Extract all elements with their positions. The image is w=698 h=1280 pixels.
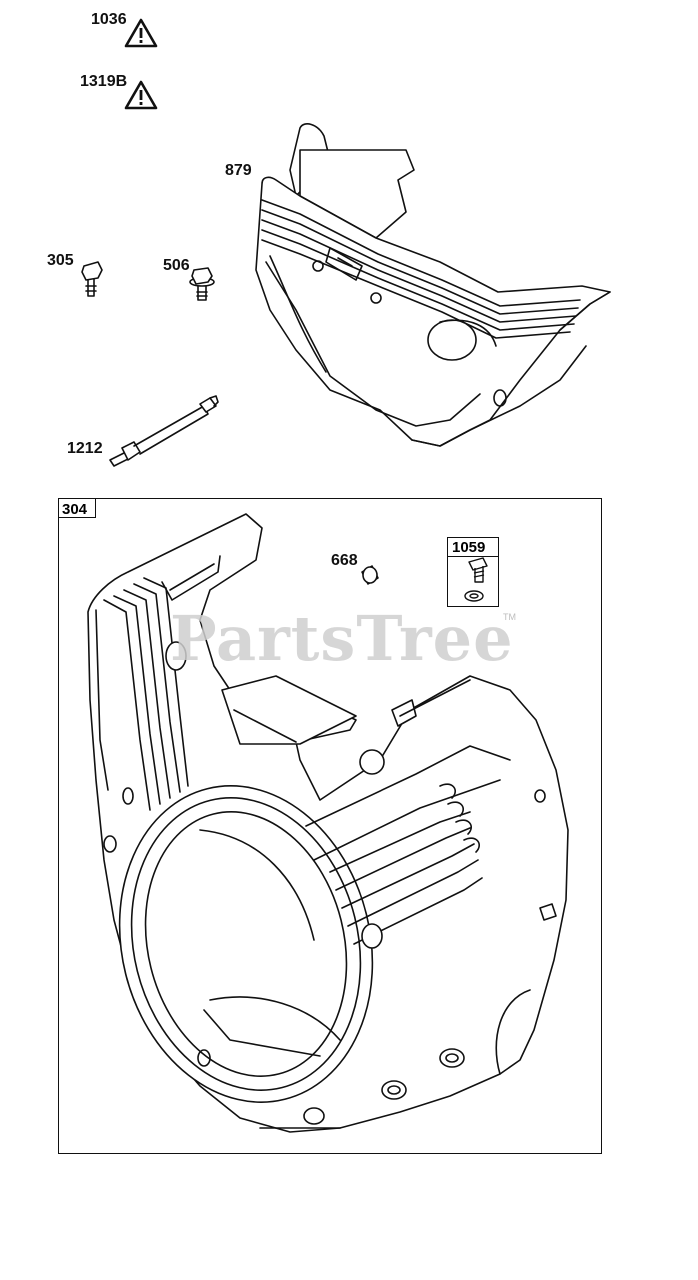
label-1059: 1059 <box>452 539 486 556</box>
shroud-879 <box>255 123 611 447</box>
kit-1059-header: 1059 <box>448 538 498 557</box>
watermark-text: PartsTree <box>170 602 514 675</box>
warning-triangle-icon <box>124 18 158 48</box>
label-506: 506 <box>163 257 190 274</box>
label-304: 304 <box>62 501 88 518</box>
stud-1212 <box>109 395 219 467</box>
plug-668 <box>361 565 379 585</box>
label-668: 668 <box>331 552 358 569</box>
bolt-305 <box>81 261 103 297</box>
blower-housing-304 <box>87 513 569 1133</box>
warning-triangle-icon <box>124 80 158 110</box>
watermark-trademark: TM <box>503 612 516 622</box>
label-879: 879 <box>225 162 252 179</box>
label-1212: 1212 <box>67 440 103 457</box>
assembly-304-frame <box>58 498 602 1154</box>
label-1319b: 1319B <box>80 73 128 90</box>
label-1036: 1036 <box>91 11 127 28</box>
label-304-tag: 304 <box>58 498 96 518</box>
bolt-506 <box>189 267 215 301</box>
label-305: 305 <box>47 252 74 269</box>
